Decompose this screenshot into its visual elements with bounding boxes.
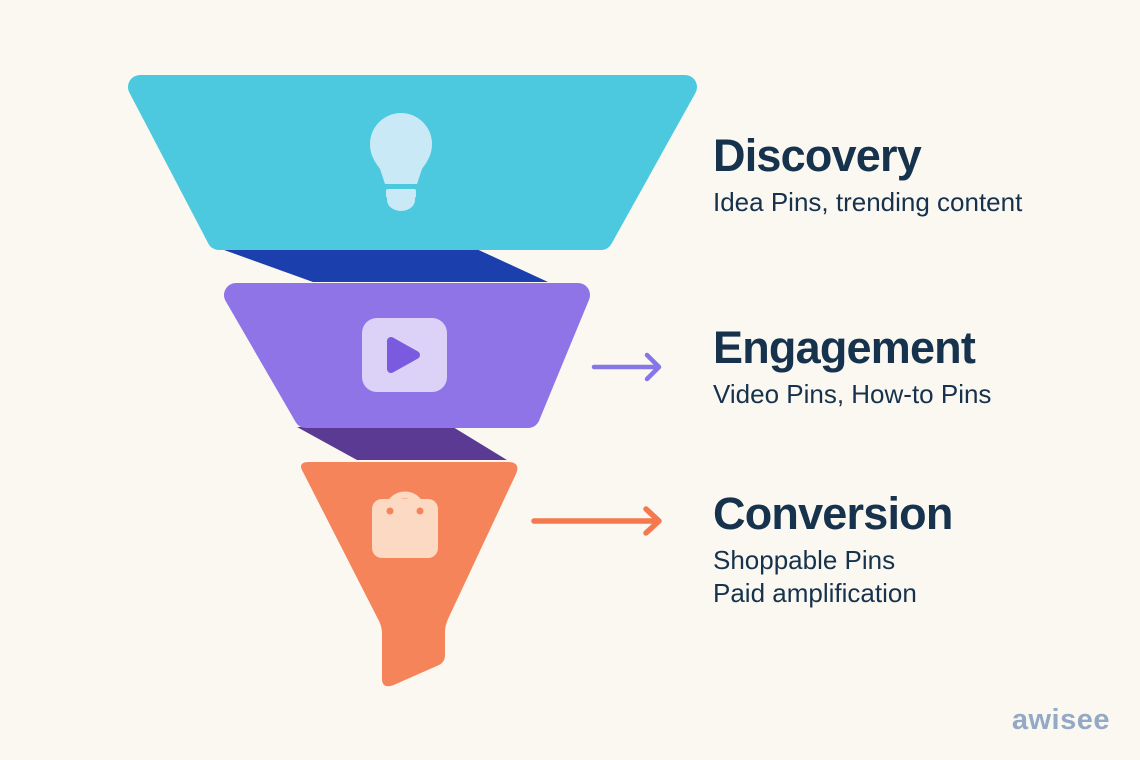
play-triangle — [387, 337, 420, 373]
connector-discovery-engagement — [213, 246, 548, 282]
lightbulb-base — [386, 189, 416, 198]
stage-title-discovery: Discovery — [713, 130, 922, 181]
bag-dot-right — [416, 507, 424, 515]
stage-label-conversion: Conversion Shoppable Pins Paid amplifica… — [713, 489, 953, 610]
stage-subtitle-discovery: Idea Pins, trending content — [713, 187, 1023, 217]
stage-subtitle-engagement: Video Pins, How-to Pins — [713, 379, 992, 409]
engagement-arrow-icon — [591, 352, 662, 382]
bag-body — [372, 499, 438, 558]
connector-engagement-conversion — [297, 427, 507, 460]
lightbulb-tip — [387, 198, 415, 211]
stage-title-engagement: Engagement — [713, 322, 976, 373]
lightbulb-glass — [370, 113, 432, 184]
bag-dot-left — [386, 507, 394, 515]
funnel-stage-conversion — [301, 462, 518, 687]
stage-subtitle-conversion-line1: Shoppable Pins — [713, 545, 896, 575]
video-play-icon — [362, 318, 447, 392]
lightbulb-icon — [370, 113, 432, 211]
stage-subtitle-conversion-line2: Paid amplification — [713, 578, 917, 608]
stage-label-discovery: Discovery Idea Pins, trending content — [713, 131, 1022, 219]
stage-label-engagement: Engagement Video Pins, How-to Pins — [713, 323, 991, 411]
brand-logo: awisee — [1011, 704, 1110, 736]
shopping-bag-icon — [372, 491, 438, 558]
stage-title-conversion: Conversion — [713, 488, 953, 539]
conversion-arrow-icon — [531, 506, 662, 536]
